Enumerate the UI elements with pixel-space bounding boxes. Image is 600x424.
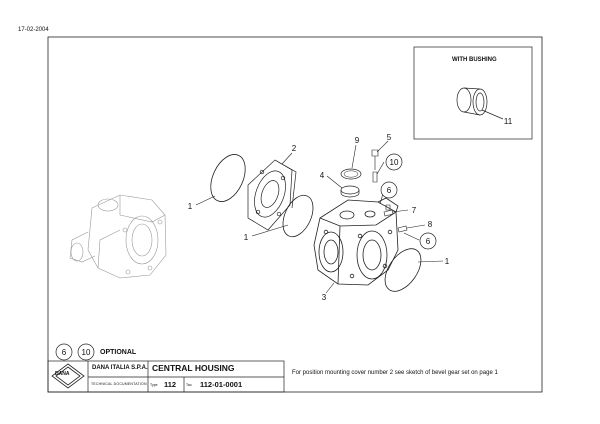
callout-10: 10 xyxy=(390,158,399,167)
callout-3: 3 xyxy=(322,293,327,302)
mounting-note: For position mounting cover number 2 see… xyxy=(292,370,498,376)
callout-1-middle: 1 xyxy=(244,233,249,242)
callout-1-left: 1 xyxy=(188,202,193,211)
callout-11: 11 xyxy=(504,117,513,126)
title-block xyxy=(47,360,285,393)
o-ring-right xyxy=(384,248,422,292)
tav-caption: Tav. xyxy=(186,383,193,387)
bushing-drawing xyxy=(456,87,504,120)
optional-label: OPTIONAL xyxy=(100,349,137,356)
inset-box xyxy=(413,46,533,140)
company-name: DANA ITALIA S.P.A. xyxy=(92,365,148,371)
tav-value: 112-01-0001 xyxy=(200,380,243,389)
date-stamp: 17-02-2004 xyxy=(18,27,49,33)
callout-circle-10 xyxy=(385,153,403,171)
callout-circle-6-lower xyxy=(419,232,437,250)
callout-circle-6-upper xyxy=(380,181,398,199)
callout-9: 9 xyxy=(355,136,360,145)
leader-lines xyxy=(195,140,444,294)
legend-10: 10 xyxy=(82,348,91,357)
dana-logo-text: DANA xyxy=(55,371,70,377)
techdoc-caption: TECHNICAL DOCUMENTATION xyxy=(91,382,147,386)
callout-1-right: 1 xyxy=(445,257,450,266)
callout-5: 5 xyxy=(387,133,392,142)
o-ring-left xyxy=(210,154,246,202)
small-fittings xyxy=(371,149,408,233)
callout-6-lower: 6 xyxy=(426,237,431,246)
legend-circle-10 xyxy=(77,343,95,361)
o-ring-middle xyxy=(282,194,314,238)
callout-4: 4 xyxy=(320,171,325,180)
type-value: 112 xyxy=(164,380,177,389)
dana-logo xyxy=(51,363,85,389)
type-caption: Type xyxy=(150,383,158,387)
housing-outline-ghost xyxy=(69,194,167,279)
ring-9 xyxy=(340,168,362,180)
callout-7: 7 xyxy=(412,206,417,215)
plug-4 xyxy=(340,185,360,198)
cover-plate xyxy=(247,159,297,231)
drawing-title: CENTRAL HOUSING xyxy=(152,363,235,373)
central-housing xyxy=(313,197,399,286)
legend-6: 6 xyxy=(62,348,67,357)
legend-circle-6 xyxy=(55,343,73,361)
sheet-border xyxy=(47,36,543,393)
inset-title: WITH BUSHING xyxy=(452,57,497,63)
callout-6-upper: 6 xyxy=(387,186,392,195)
callout-8: 8 xyxy=(428,220,433,229)
ring-9-inner xyxy=(343,170,359,178)
callout-2: 2 xyxy=(292,144,297,153)
